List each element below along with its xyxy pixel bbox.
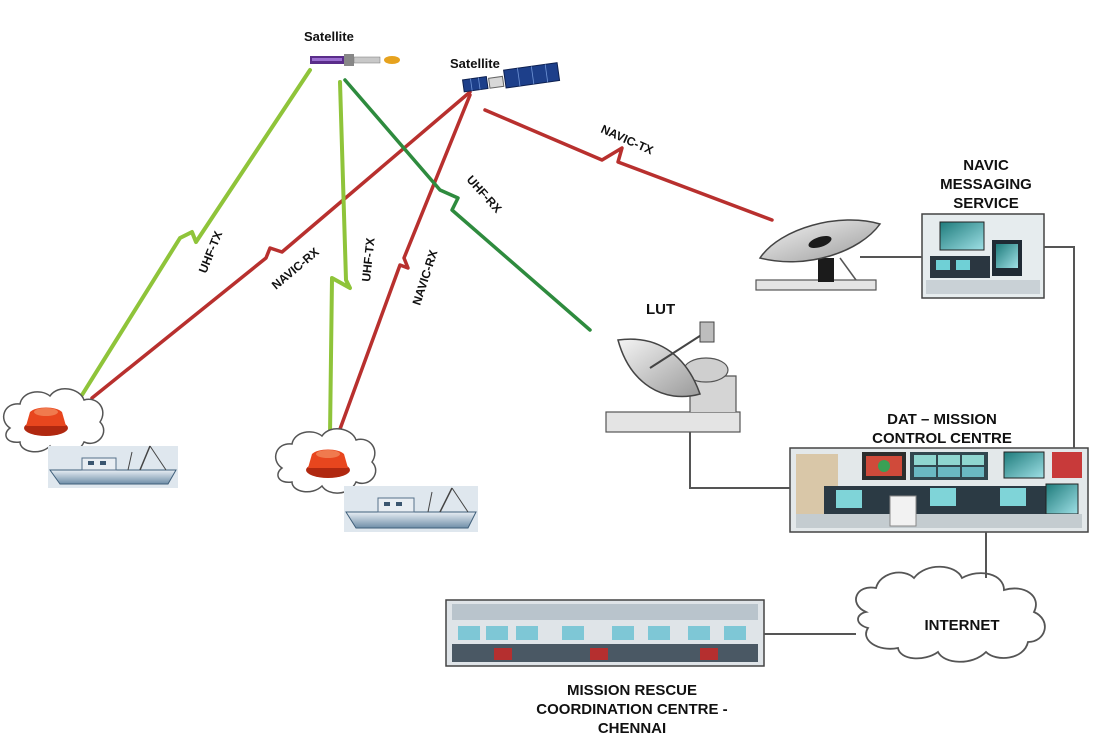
radio-links [80, 68, 774, 442]
satellite-right: Satellite [450, 56, 561, 93]
fishing-boat-2 [344, 486, 478, 532]
mrcc-title-line2: COORDINATION CENTRE - [536, 701, 727, 718]
internet-cloud: INTERNET [855, 565, 1046, 663]
mrcc-title-line3: CHENNAI [598, 720, 666, 737]
navic-messaging-service: NAVIC MESSAGING SERVICE [921, 157, 1045, 299]
navic-rx-link-1 [90, 90, 472, 400]
internet-label: INTERNET [925, 617, 1000, 634]
distress-beacon-1 [2, 388, 105, 454]
navic-service-title-line1: NAVIC [963, 157, 1009, 174]
lut-to-mcc-wire [689, 432, 790, 489]
control-room-photo [789, 447, 1089, 533]
wired-connections [689, 246, 1075, 635]
navic-rx-label-2: NAVIC-RX [410, 248, 441, 307]
lut-station: LUT [605, 301, 741, 433]
cloud-icon [855, 565, 1046, 663]
satellite-icon [310, 54, 400, 66]
dish-antenna-icon [755, 219, 882, 291]
navic-service-to-mcc-wire [1044, 246, 1075, 448]
navic-service-title-line3: SERVICE [953, 195, 1019, 212]
dat-mcc-title-line1: DAT – MISSION [887, 411, 997, 428]
uhf-rx-label: UHF-RX [464, 173, 505, 216]
beacon-icon [306, 449, 350, 478]
navic-rx-link-2 [334, 93, 472, 442]
dish-antenna-icon [605, 321, 741, 433]
control-room-photo [445, 599, 765, 667]
link-labels: UHF-TX NAVIC-RX UHF-TX NAVIC-RX UHF-RX N… [196, 122, 656, 307]
control-room-photo [921, 213, 1045, 299]
navic-tx-label: NAVIC-TX [599, 122, 656, 157]
navic-ground-antenna [755, 219, 882, 291]
mrcc-title-line1: MISSION RESCUE [567, 682, 697, 699]
dat-mission-control-centre: DAT – MISSION CONTROL CENTRE [789, 411, 1089, 533]
satellite-left: Satellite [304, 29, 400, 66]
uhf-tx-link-1 [80, 68, 312, 397]
lut-label: LUT [646, 301, 675, 318]
distress-beacon-2 [274, 428, 377, 494]
uhf-rx-link [343, 78, 592, 332]
uhf-tx-link-2 [328, 80, 352, 437]
mission-rescue-coordination-centre: MISSION RESCUE COORDINATION CENTRE - CHE… [445, 599, 765, 737]
fishing-boat-1 [48, 445, 178, 488]
satellite-label-right: Satellite [450, 56, 500, 71]
navic-tx-link [483, 108, 774, 222]
dat-mcc-title-line2: CONTROL CENTRE [872, 430, 1012, 447]
navic-service-title-line2: MESSAGING [940, 176, 1032, 193]
uhf-tx-label-2: UHF-TX [359, 237, 378, 282]
beacon-icon [24, 407, 68, 436]
satellite-label-left: Satellite [304, 29, 354, 44]
satellite-icon [461, 62, 561, 93]
